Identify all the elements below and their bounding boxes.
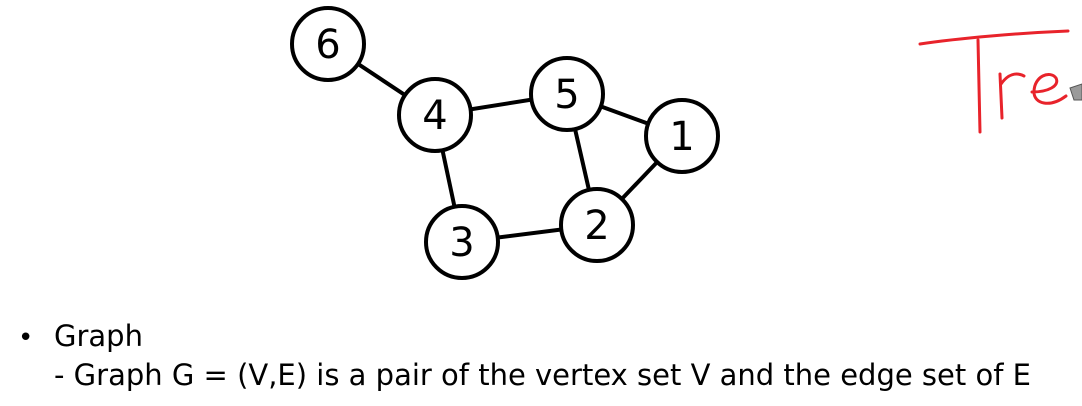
node-circle	[644, 98, 720, 174]
nodes-layer: 6 4 5 1 3 2	[290, 6, 720, 280]
node-1: 1	[644, 98, 720, 174]
node-circle	[529, 56, 605, 132]
node-5: 5	[529, 56, 605, 132]
node-label: 2	[584, 203, 609, 249]
node-2: 2	[559, 187, 635, 263]
bullet-dot-icon: •	[18, 323, 34, 353]
node-label: 6	[315, 22, 340, 68]
node-circle	[290, 6, 366, 82]
node-label: 4	[422, 93, 447, 139]
node-label: 3	[449, 220, 474, 266]
bullet-detail: - Graph G = (V,E) is a pair of the verte…	[54, 358, 1031, 392]
node-4: 4	[397, 77, 473, 153]
node-6: 6	[290, 6, 366, 82]
bullet-item: • Graph	[18, 318, 1031, 356]
bullet-title: Graph	[54, 319, 143, 353]
node-label: 1	[669, 114, 694, 160]
bullet-list: • Graph - Graph G = (V,E) is a pair of t…	[18, 318, 1031, 394]
node-circle	[559, 187, 635, 263]
node-circle	[397, 77, 473, 153]
handwritten-annotation	[918, 29, 1082, 134]
node-3: 3	[424, 204, 500, 280]
graph-diagram: 6 4 5 1 3 2	[290, 6, 720, 280]
node-circle	[424, 204, 500, 280]
node-label: 5	[554, 72, 579, 118]
